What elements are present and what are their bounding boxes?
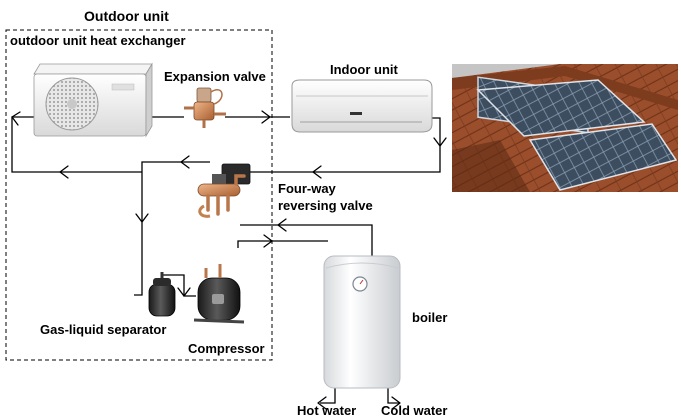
gas-liquid-separator-label: Gas-liquid separator [40, 322, 167, 337]
expansion-valve-icon [184, 87, 226, 128]
compressor-icon [193, 264, 245, 324]
expansion-valve-label: Expansion valve [164, 69, 266, 84]
outdoor-ac-unit-icon [33, 62, 153, 138]
indoor-ac-unit-icon [291, 79, 433, 133]
outdoor-unit-title: Outdoor unit [84, 8, 169, 24]
cold-water-label: Cold water [381, 403, 448, 418]
outdoor-unit-boundary [5, 29, 273, 361]
four-way-valve-label-line2: reversing valve [278, 198, 373, 213]
four-way-valve-icon [197, 163, 251, 218]
compressor-label: Compressor [188, 341, 265, 356]
gas-liquid-separator-icon [148, 272, 176, 317]
flow-arrows [11, 110, 447, 410]
outdoor-heat-exchanger-label: outdoor unit heat exchanger [10, 33, 186, 48]
solar-roof-photo [452, 64, 678, 192]
refrigerant-piping [11, 116, 441, 404]
boiler-label: boiler [412, 310, 448, 325]
boiler-tank-icon [323, 255, 401, 389]
four-way-valve-label-line1: Four-way [278, 181, 336, 196]
indoor-unit-label: Indoor unit [330, 62, 398, 77]
hot-water-label: Hot water [297, 403, 357, 418]
